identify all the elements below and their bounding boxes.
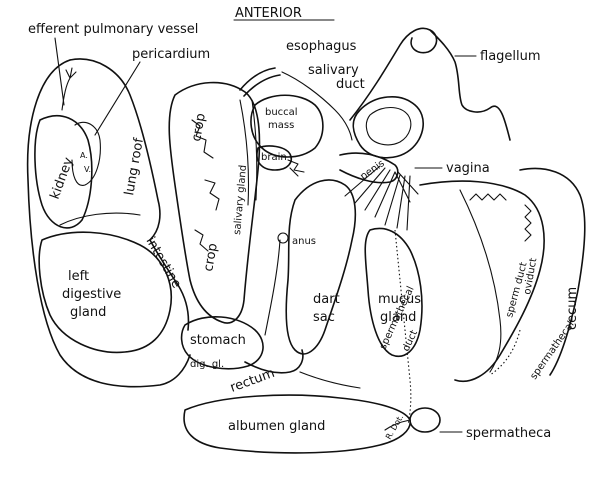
- label-buccal: buccal: [265, 107, 298, 118]
- salivary-duct: [281, 71, 353, 141]
- label-salivary: salivary: [308, 63, 359, 78]
- oviduct-crinkle: [469, 193, 532, 242]
- crop-outline: [168, 81, 261, 324]
- penis-neck: [339, 152, 399, 184]
- label-mass: mass: [268, 120, 294, 131]
- label-kidney: kidney: [48, 155, 77, 201]
- vagina-rays: [344, 165, 419, 231]
- leader-pericardium: [94, 61, 141, 136]
- label-left: left: [68, 269, 89, 284]
- sperm-duct-line: [459, 189, 502, 373]
- flagellum: [349, 27, 511, 141]
- rectum: [244, 349, 304, 374]
- label-stomach: stomach: [190, 333, 246, 348]
- label-crop-lower: crop: [201, 242, 221, 273]
- intestine-loop: [149, 239, 190, 331]
- label-flagellum: flagellum: [480, 49, 541, 64]
- label-dart: dart: [313, 292, 340, 307]
- kidney-lower-line: [59, 212, 141, 226]
- left-digestive-gland: [38, 231, 172, 354]
- salivary-gland: [239, 99, 258, 206]
- penis-inner: [365, 106, 412, 146]
- nerves: [287, 159, 305, 177]
- spermatheca: [409, 407, 441, 433]
- brain: [256, 145, 292, 171]
- label-dig-gl: dig. gl.: [190, 359, 224, 370]
- penis: [352, 95, 424, 159]
- spermathecal-duct-right: [489, 329, 521, 376]
- label-gland: gland: [70, 305, 106, 320]
- kidney: [34, 115, 93, 229]
- label-mucus: mucus: [378, 292, 421, 307]
- label-spermatheca: spermatheca: [466, 426, 551, 441]
- crop-texture: [191, 119, 220, 252]
- label-sac: sac: [313, 310, 335, 325]
- label-crop-upper: crop: [189, 112, 209, 143]
- label-albumen-gland: albumen gland: [228, 419, 325, 434]
- title-anterior: ANTERIOR: [235, 6, 302, 21]
- albumen-gland: [183, 394, 411, 454]
- label-vagina: vagina: [446, 161, 490, 176]
- label-brain: brain: [261, 152, 287, 163]
- leader-efferent: [54, 37, 65, 106]
- label-salivary-gland: salivary gland: [232, 164, 249, 235]
- label-r-dot: R. Dot.: [384, 413, 405, 441]
- efferent-vessel: [61, 67, 77, 111]
- label-mucus-gland: gland: [380, 310, 416, 325]
- mantle-outline: [26, 59, 191, 388]
- lung-roof-outline: [69, 58, 161, 241]
- label-lung-roof: lung roof: [122, 137, 147, 197]
- label-anus: anus: [292, 236, 316, 247]
- label-efferent-pulmonary-vessel: efferent pulmonary vessel: [28, 22, 198, 37]
- label-rectum: rectum: [228, 366, 277, 396]
- anus-opening: [277, 232, 289, 244]
- label-digestive: digestive: [62, 287, 121, 302]
- label-v: V.: [84, 165, 91, 174]
- label-intestine: intestine: [143, 235, 184, 292]
- label-esophagus: esophagus: [286, 39, 357, 54]
- spermathecal-duct-dotted: [394, 229, 412, 426]
- spermatheca-stalk: [384, 419, 411, 431]
- label-pericardium: pericardium: [132, 47, 210, 62]
- dart-sac: [285, 179, 357, 355]
- label-a: A.: [80, 151, 88, 160]
- intestine-to-anus: [264, 239, 281, 336]
- pericardium-outline: [71, 121, 101, 186]
- esophagus: [239, 67, 281, 97]
- label-duct: duct: [336, 77, 365, 92]
- mucus-gland: [364, 227, 423, 357]
- cecum: [519, 167, 586, 376]
- rectum-to-albumen: [299, 371, 361, 389]
- buccal-mass: [250, 94, 324, 158]
- label-cecum: cecum: [565, 287, 580, 330]
- stomach: [180, 315, 264, 370]
